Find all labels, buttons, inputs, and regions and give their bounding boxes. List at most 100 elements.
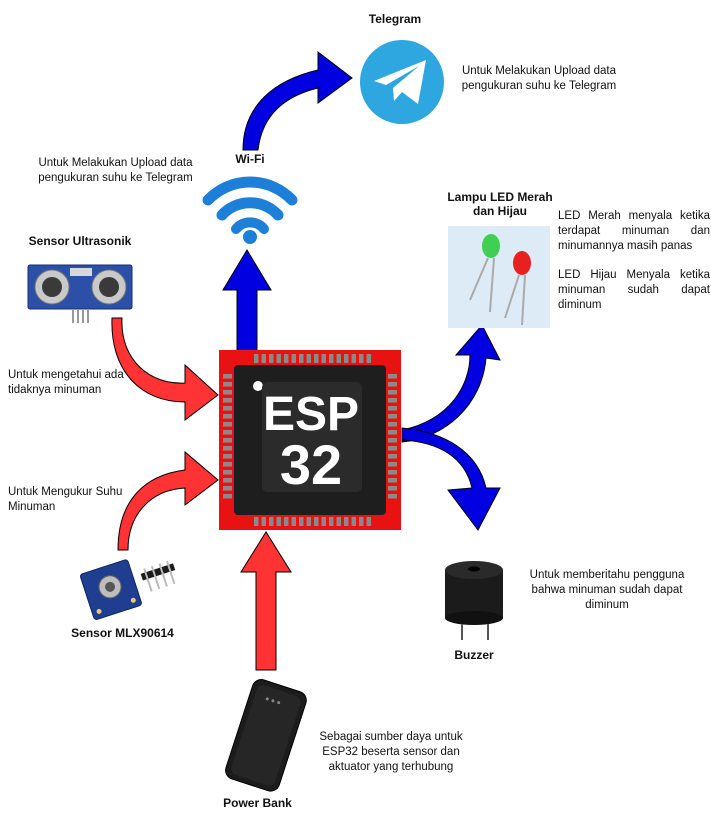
chip-pin [269,354,274,363]
ultrasonic-desc: Untuk mengetahui ada tidaknya minuman [8,369,124,396]
chip-pin [329,354,334,363]
chip-pin [321,517,326,526]
chip-pin [223,462,232,467]
chip-pin [291,354,296,363]
led-image [448,226,550,328]
chip-pins-top [254,354,371,363]
telegram-desc: Untuk Melakukan Upload data pengukuran s… [461,65,617,92]
chip-pin [388,494,397,499]
chip-dot [253,381,263,391]
chip-pin [366,354,371,363]
chip-pin [321,354,326,363]
chip-pin [223,414,232,419]
chip-text-line2: 32 [280,433,342,496]
chip-pin [223,406,232,411]
mlx-title: Sensor MLX90614 [71,626,174,640]
chip-pins-right [388,374,397,499]
led-title: Lampu LED Merah dan Hijau [447,190,553,218]
chip-pin [261,354,266,363]
chip-pin [223,438,232,443]
chip-pin [284,517,289,526]
arrow-esp32-to-buzzer [401,427,501,531]
chip-pin [276,517,281,526]
buzzer-title: Buzzer [454,648,494,662]
chip-pin [388,422,397,427]
chip-pin [306,517,311,526]
chip-pin [388,414,397,419]
chip-pin [223,374,232,379]
chip-pin [254,354,259,363]
arrow-esp32-to-led [401,324,501,443]
chip-pin [223,454,232,459]
wifi-title: Wi-Fi [235,152,265,166]
chip-pin [388,454,397,459]
chip-pin [388,478,397,483]
led-desc-green: LED Hijau Menyala ketika minuman sudah d… [558,269,710,311]
chip-pin [388,462,397,467]
arrow-ultrasonic-to-esp32 [111,317,219,422]
buzzer-image [445,561,503,640]
chip-pin [388,398,397,403]
chip-pin [388,374,397,379]
chip-pin [223,398,232,403]
ultrasonic-sensor-image [27,264,133,323]
chip-pin [388,470,397,475]
telegram-title: Telegram [368,12,422,26]
chip-pin [359,517,364,526]
chip-pin [223,430,232,435]
chip-pin [223,470,232,475]
led-desc-red: LED Merah menyala ketika terdapat minuma… [558,210,710,252]
chip-pin [261,517,266,526]
chip-pin [388,382,397,387]
chip-pins-bottom [254,517,371,526]
arrow-wifi-to-telegram [242,50,353,151]
chip-pin [269,517,274,526]
chip-pin [351,354,356,363]
chip-pin [388,486,397,491]
chip-pin [291,517,296,526]
chip-text-line1: ESP [263,388,359,441]
chip-pin [223,486,232,491]
chip-pin [351,517,356,526]
chip-pin [388,438,397,443]
chip-pin [284,354,289,363]
chip-pin [388,446,397,451]
chip-pin [336,354,341,363]
chip-pin [276,354,281,363]
chip-pins-left [223,374,232,499]
esp32-chip: ESP 32 [219,350,401,530]
chip-pin [336,517,341,526]
chip-pin [223,446,232,451]
powerbank-title: Power Bank [223,796,292,810]
chip-pin [344,517,349,526]
chip-pin [329,517,334,526]
chip-pin [223,382,232,387]
chip-pin [314,354,319,363]
wifi-desc: Untuk Melakukan Upload data pengukuran s… [38,157,193,184]
chip-pin [223,422,232,427]
mlx90614-sensor-image [80,559,176,620]
powerbank-desc: Sebagai sumber daya untuk ESP32 beserta … [319,731,463,773]
chip-pin [299,517,304,526]
chip-pin [254,517,259,526]
wifi-icon [202,176,298,244]
chip-pin [314,517,319,526]
power-bank-image [225,679,307,792]
mlx-desc: Untuk Mengukur Suhu Minuman [8,486,123,513]
chip-pin [344,354,349,363]
chip-pin [366,517,371,526]
chip-pin [223,390,232,395]
buzzer-desc: Untuk memberitahu pengguna bahwa minuman… [529,569,685,611]
arrow-powerbank-to-esp32 [240,531,292,671]
telegram-logo-icon [360,40,444,124]
chip-pin [388,430,397,435]
chip-pin [299,354,304,363]
chip-pin [388,406,397,411]
arrow-esp32-to-wifi [222,249,272,353]
chip-pin [306,354,311,363]
chip-pin [359,354,364,363]
chip-pin [223,494,232,499]
chip-pin [223,478,232,483]
arrow-mlx-to-esp32 [117,450,219,551]
